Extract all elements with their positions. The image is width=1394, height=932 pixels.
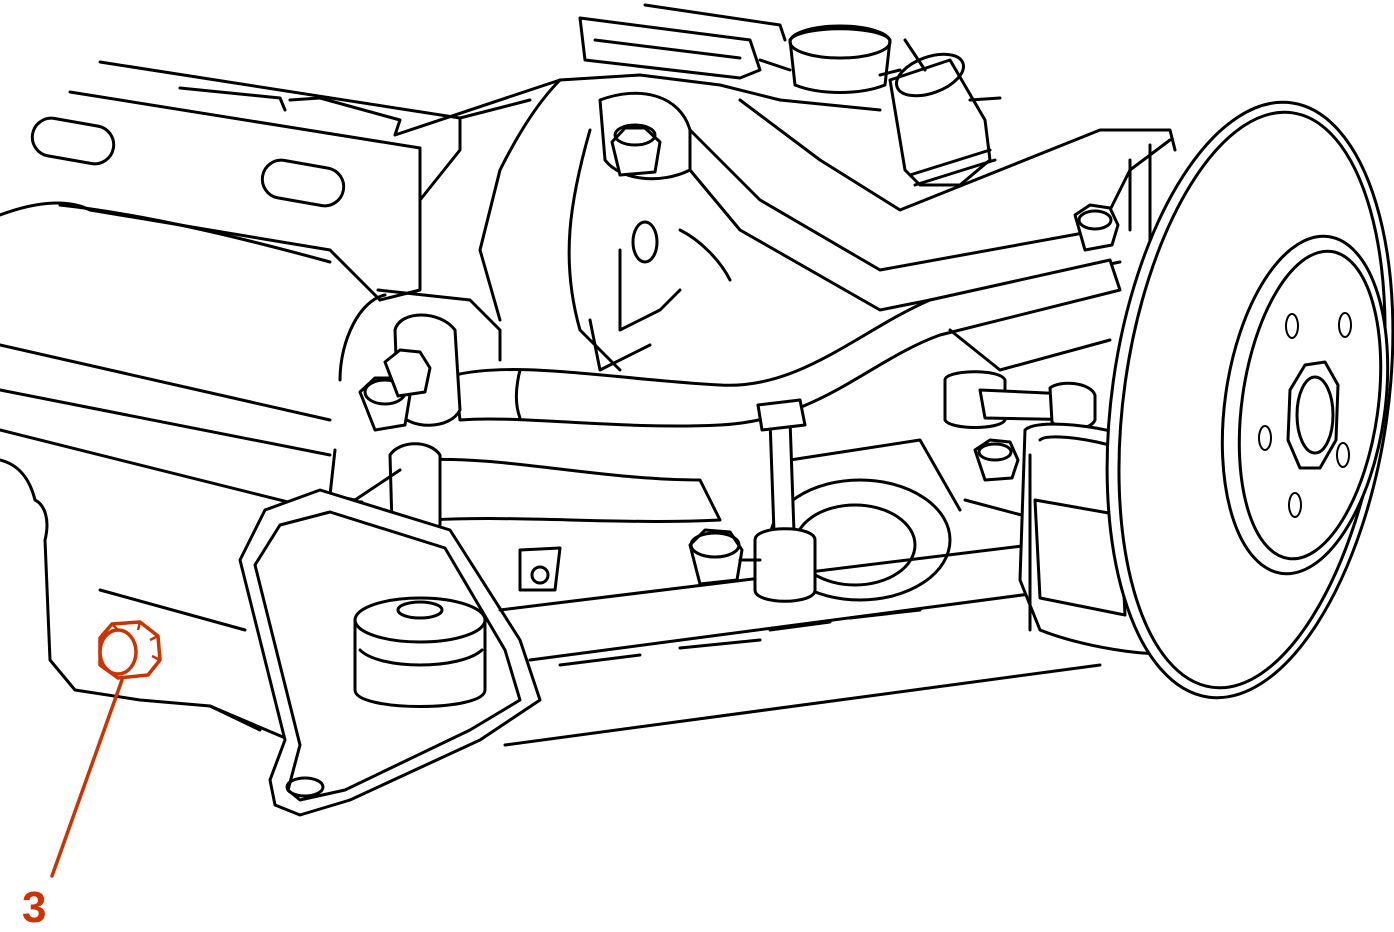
callout-number-3: 3 (22, 883, 47, 932)
callout-3 (50, 620, 162, 878)
differential-carrier (378, 3, 1002, 372)
stabilizer-link (688, 398, 817, 603)
drain-plug (98, 620, 162, 680)
mount-plate (238, 488, 542, 817)
axle-housing (0, 60, 532, 742)
callout-leader-line (50, 678, 124, 878)
brake-rotor (1105, 100, 1394, 700)
stabilizer-bar (388, 258, 1122, 538)
